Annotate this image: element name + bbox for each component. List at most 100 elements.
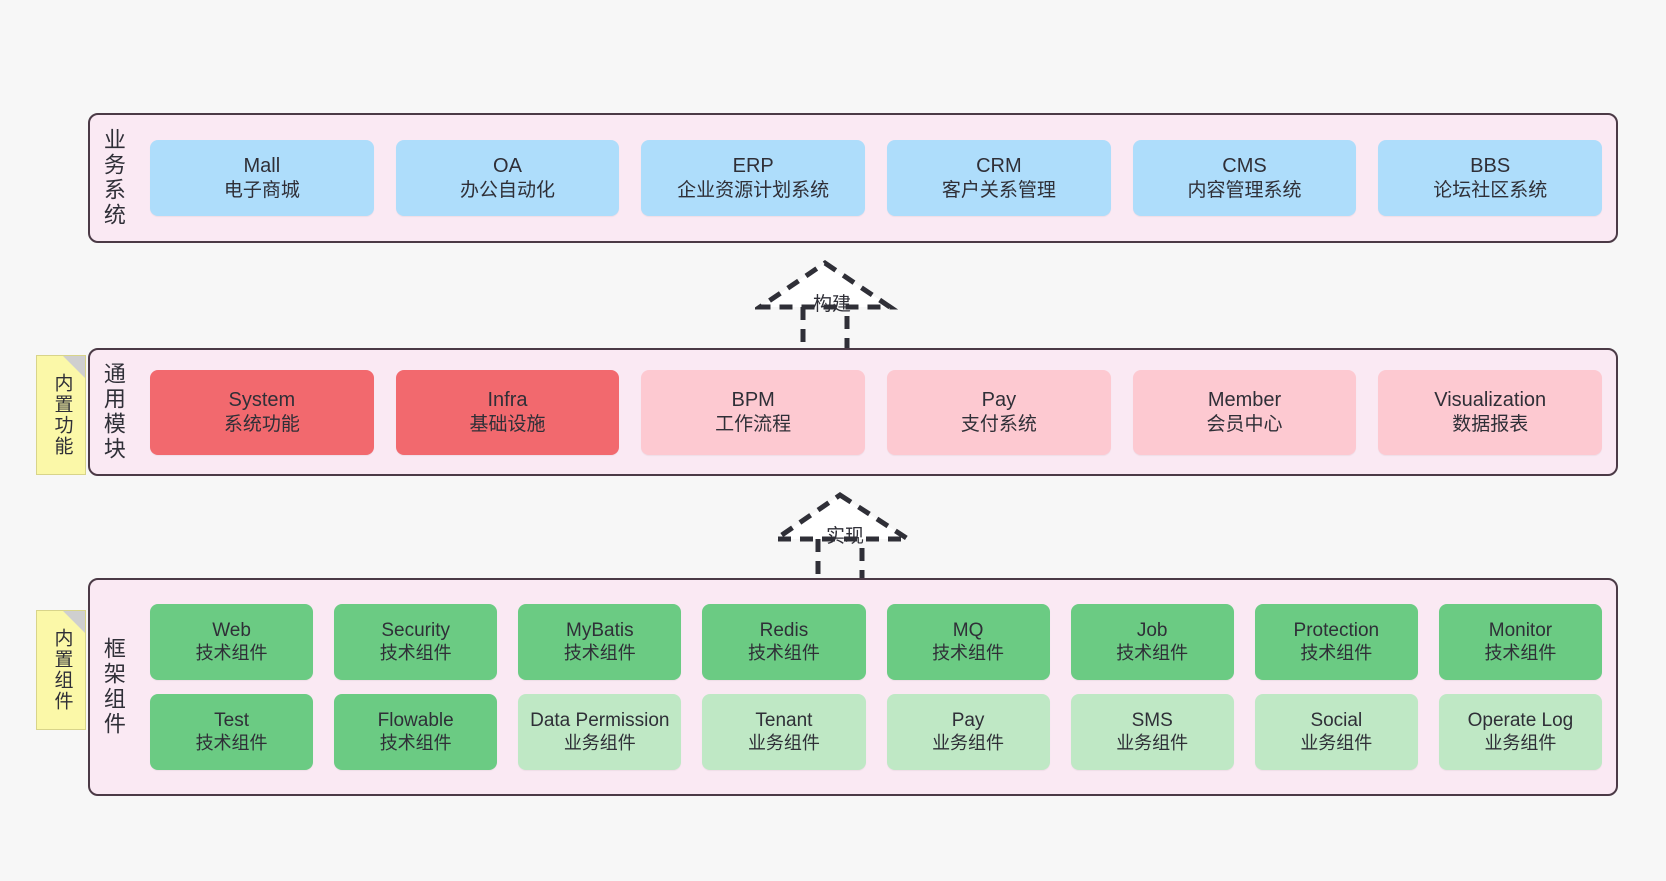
node-flowable[interactable]: Flowable 技术组件 — [334, 694, 498, 770]
node-subtitle: 技术组件 — [195, 642, 268, 663]
node-subtitle: 技术组件 — [195, 732, 268, 753]
layer-business-system: 业务系统 Mall 电子商城 OA 办公自动化 ERP 企业资源计划系统 CRM… — [88, 113, 1618, 243]
node-oa[interactable]: OA 办公自动化 — [395, 140, 620, 216]
node-title: ERP — [732, 155, 774, 178]
node-title: SMS — [1131, 710, 1173, 732]
node-operate-log[interactable]: Operate Log 业务组件 — [1438, 694, 1602, 770]
node-subtitle: 业务组件 — [747, 732, 820, 753]
node-member[interactable]: Member 会员中心 — [1132, 369, 1357, 455]
node-subtitle: 业务组件 — [932, 732, 1005, 753]
node-subtitle: 客户关系管理 — [941, 179, 1056, 201]
node-test[interactable]: Test 技术组件 — [150, 694, 314, 770]
node-subtitle: 技术组件 — [747, 642, 820, 663]
node-redis[interactable]: Redis 技术组件 — [702, 604, 866, 680]
layer-common-module: 通用模块 System 系统功能 Infra 基础设施 BPM 工作流程 Pay… — [88, 348, 1618, 476]
node-title: Social — [1310, 710, 1363, 732]
note-builtin-function: 内置功能 — [36, 355, 86, 475]
layer-framework-component: 框架组件 Web 技术组件 Security 技术组件 MyBatis 技术组件… — [88, 578, 1618, 796]
node-title: Redis — [759, 620, 809, 642]
node-subtitle: 技术组件 — [379, 642, 452, 663]
connector-realize-label: 实现 — [826, 526, 865, 547]
node-title: Operate Log — [1467, 710, 1574, 732]
node-title: BBS — [1470, 155, 1511, 178]
node-job[interactable]: Job 技术组件 — [1070, 604, 1234, 680]
connector-build-label: 构建 — [813, 294, 852, 315]
node-title: Infra — [487, 389, 528, 412]
note-label: 内置组件 — [51, 628, 73, 712]
node-subtitle: 业务组件 — [563, 732, 636, 753]
node-subtitle: 支付系统 — [960, 413, 1037, 435]
node-row: Test 技术组件 Flowable 技术组件 Data Permission … — [150, 694, 1602, 770]
node-subtitle: 系统功能 — [223, 413, 300, 435]
node-subtitle: 技术组件 — [1484, 642, 1557, 663]
node-subtitle: 电子商城 — [223, 179, 300, 201]
node-subtitle: 数据报表 — [1452, 413, 1529, 435]
node-title: MyBatis — [566, 620, 634, 642]
node-erp[interactable]: ERP 企业资源计划系统 — [641, 140, 866, 216]
node-title: Mall — [243, 155, 281, 178]
node-mall[interactable]: Mall 电子商城 — [150, 140, 374, 216]
layer-label-common-module: 通用模块 — [100, 362, 126, 462]
node-subtitle: 工作流程 — [715, 413, 792, 435]
node-crm[interactable]: CRM 客户关系管理 — [887, 140, 1111, 216]
node-row: Mall 电子商城 OA 办公自动化 ERP 企业资源计划系统 CRM 客户关系… — [150, 140, 1603, 216]
node-title: Job — [1136, 620, 1168, 642]
node-mybatis[interactable]: MyBatis 技术组件 — [518, 604, 682, 680]
node-title: MQ — [952, 620, 984, 642]
node-social[interactable]: Social 业务组件 — [1254, 694, 1418, 770]
node-subtitle: 会员中心 — [1206, 413, 1283, 435]
node-subtitle: 内容管理系统 — [1187, 179, 1302, 201]
node-sms[interactable]: SMS 业务组件 — [1070, 694, 1234, 770]
node-title: Test — [214, 710, 249, 732]
node-tenant[interactable]: Tenant 业务组件 — [702, 694, 866, 770]
node-visualization[interactable]: Visualization 数据报表 — [1378, 369, 1603, 455]
node-subtitle: 技术组件 — [379, 732, 452, 753]
node-subtitle: 基础设施 — [469, 413, 546, 435]
node-title: Pay — [981, 389, 1017, 412]
node-subtitle: 业务组件 — [1300, 732, 1373, 753]
node-title: CRM — [976, 155, 1022, 178]
node-monitor[interactable]: Monitor 技术组件 — [1438, 604, 1602, 680]
node-subtitle: 技术组件 — [1300, 642, 1373, 663]
node-pay[interactable]: Pay 支付系统 — [887, 369, 1111, 455]
node-cms[interactable]: CMS 内容管理系统 — [1132, 140, 1357, 216]
node-system[interactable]: System 系统功能 — [150, 369, 374, 455]
node-subtitle: 办公自动化 — [460, 179, 556, 201]
node-bpm[interactable]: BPM 工作流程 — [641, 369, 866, 455]
node-title: BPM — [731, 389, 775, 412]
node-subtitle: 技术组件 — [563, 642, 636, 663]
node-subtitle: 技术组件 — [1116, 642, 1189, 663]
node-infra[interactable]: Infra 基础设施 — [395, 369, 620, 455]
node-subtitle: 技术组件 — [932, 642, 1005, 663]
connector-build: 构建 — [751, 255, 905, 355]
node-title: Security — [381, 620, 450, 642]
node-data-permission[interactable]: Data Permission 业务组件 — [518, 694, 682, 770]
layer-body-framework-component: Web 技术组件 Security 技术组件 MyBatis 技术组件 Redi… — [136, 580, 1616, 794]
node-security[interactable]: Security 技术组件 — [334, 604, 498, 680]
node-title: Tenant — [755, 710, 813, 732]
layer-body-business-system: Mall 电子商城 OA 办公自动化 ERP 企业资源计划系统 CRM 客户关系… — [136, 115, 1616, 241]
node-web[interactable]: Web 技术组件 — [150, 604, 314, 680]
node-row: Web 技术组件 Security 技术组件 MyBatis 技术组件 Redi… — [150, 604, 1602, 680]
node-subtitle: 业务组件 — [1116, 732, 1189, 753]
layer-label-framework-component: 框架组件 — [100, 637, 126, 737]
node-mq[interactable]: MQ 技术组件 — [886, 604, 1050, 680]
build-arrow-icon — [751, 259, 899, 354]
node-protection[interactable]: Protection 技术组件 — [1254, 604, 1418, 680]
node-row: System 系统功能 Infra 基础设施 BPM 工作流程 Pay 支付系统… — [150, 369, 1603, 455]
node-pay-biz[interactable]: Pay 业务组件 — [886, 694, 1050, 770]
node-title: Web — [212, 620, 251, 642]
realize-arrow-icon — [767, 491, 917, 586]
layer-body-common-module: System 系统功能 Infra 基础设施 BPM 工作流程 Pay 支付系统… — [136, 350, 1616, 474]
layer-label-business-system: 业务系统 — [100, 128, 126, 228]
node-title: Data Permission — [530, 710, 670, 732]
node-subtitle: 业务组件 — [1484, 732, 1557, 753]
node-subtitle: 企业资源计划系统 — [677, 179, 830, 201]
node-title: Member — [1207, 389, 1282, 412]
node-title: Flowable — [377, 710, 454, 732]
node-title: Pay — [951, 710, 985, 732]
node-bbs[interactable]: BBS 论坛社区系统 — [1378, 140, 1603, 216]
note-fold-icon — [63, 611, 85, 633]
connector-realize: 实现 — [767, 487, 920, 587]
